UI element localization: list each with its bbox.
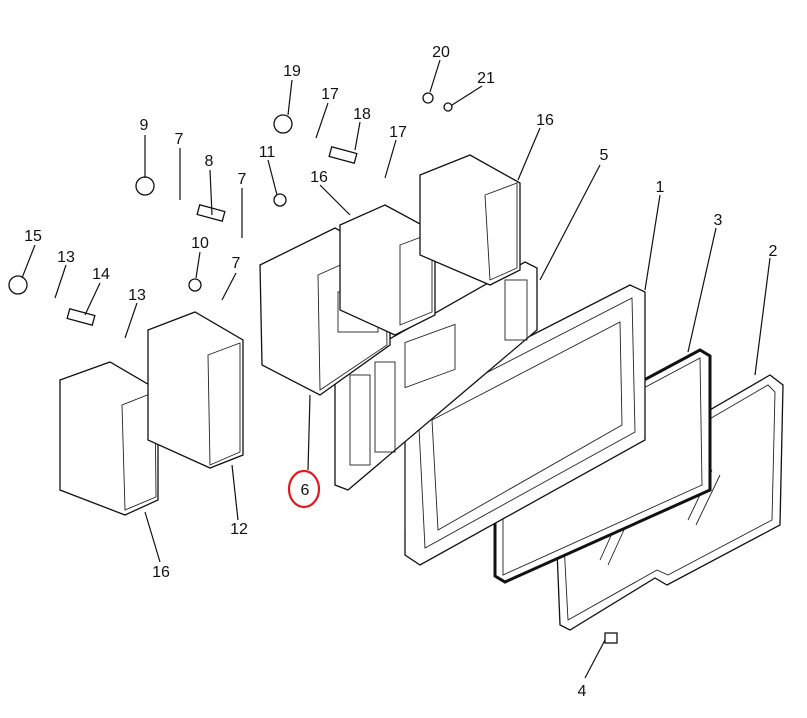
callout-7c: 7 [232,255,241,272]
callout-7b: 7 [238,171,247,188]
callout-2: 2 [769,243,778,260]
callout-10: 10 [191,235,209,252]
callout-15: 15 [24,228,42,245]
callout-12: 12 [230,521,248,538]
callout-4: 4 [578,683,587,700]
box-front [59,361,159,516]
callout-labels: 1 2 3 4 5 6 7 7 7 8 9 10 11 12 13 13 14 … [24,44,777,700]
callout-16b: 16 [536,112,554,129]
callout-3: 3 [714,212,723,229]
callout-16a: 16 [310,169,328,186]
box-12 [147,311,244,469]
callout-17b: 17 [389,124,407,141]
callout-14: 14 [92,266,110,283]
callout-11: 11 [259,144,276,161]
callout-18: 18 [353,106,371,123]
callout-7a: 7 [175,131,184,148]
highlight-circle [287,469,321,509]
callout-17a: 17 [321,86,339,103]
connectors [8,92,618,644]
callout-20: 20 [432,44,450,61]
callout-13b: 13 [128,287,146,304]
callout-16c: 16 [152,564,170,581]
callout-8: 8 [205,153,214,170]
panel [334,261,538,491]
callout-5: 5 [600,147,609,164]
leader-lines [21,59,771,679]
callout-6: 6 [301,482,310,499]
callout-21: 21 [477,70,495,87]
callout-1: 1 [656,179,665,196]
callout-19: 19 [283,63,301,80]
callout-13a: 13 [57,249,75,266]
callout-9: 9 [140,117,149,134]
box-16-back [419,154,521,286]
case-frame [404,284,646,566]
